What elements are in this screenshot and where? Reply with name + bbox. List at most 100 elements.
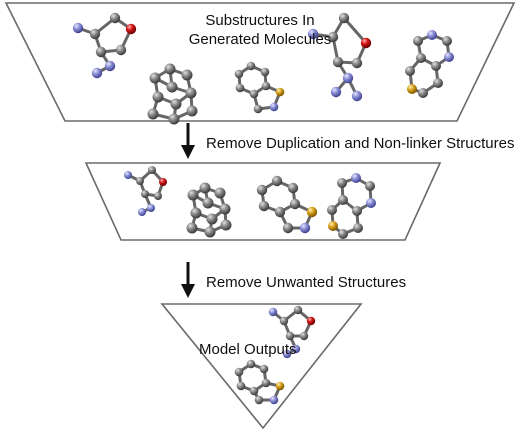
carbon-atom bbox=[170, 98, 182, 110]
stage-1-cage-hydrocarbon bbox=[147, 63, 198, 125]
sulfur-atom bbox=[275, 87, 285, 97]
oxygen-atom bbox=[125, 23, 137, 35]
nitrogen-atom bbox=[444, 52, 454, 62]
carbon-atom bbox=[353, 223, 363, 233]
carbon-atom bbox=[282, 222, 294, 234]
carbon-atom bbox=[187, 189, 199, 201]
bond bbox=[342, 16, 368, 45]
carbon-atom bbox=[337, 178, 347, 188]
carbon-atom bbox=[405, 66, 415, 76]
oxygen-atom bbox=[159, 178, 167, 186]
nitrogen-atom bbox=[282, 349, 292, 359]
carbon-atom bbox=[199, 182, 211, 194]
carbon-atom bbox=[148, 166, 156, 174]
carbon-atom bbox=[327, 31, 339, 43]
carbon-atom bbox=[260, 67, 270, 77]
carbon-atom bbox=[352, 206, 362, 216]
nitrogen-atom bbox=[72, 22, 84, 34]
carbon-atom bbox=[418, 88, 428, 98]
carbon-atom bbox=[136, 177, 144, 185]
carbon-atom bbox=[416, 53, 426, 63]
stage-3-benzisothiazole bbox=[234, 359, 285, 405]
oxygen-atom bbox=[360, 37, 372, 49]
carbon-atom bbox=[279, 316, 289, 326]
carbon-atom bbox=[214, 187, 226, 199]
stage-1-thienopyrimidine bbox=[405, 30, 454, 98]
carbon-atom bbox=[236, 381, 246, 391]
carbon-atom bbox=[261, 81, 271, 91]
nitrogen-atom bbox=[269, 395, 279, 405]
carbon-atom bbox=[332, 56, 344, 68]
stage-2-cage-hydrocarbon bbox=[186, 182, 232, 238]
nitrogen-atom bbox=[291, 344, 301, 354]
carbon-atom bbox=[181, 69, 193, 81]
carbon-atom bbox=[287, 182, 299, 194]
nitrogen-atom bbox=[91, 67, 103, 79]
nitrogen-atom bbox=[330, 86, 342, 98]
carbon-atom bbox=[234, 69, 244, 79]
step-1-label: Remove Duplication and Non-linker Struct… bbox=[206, 135, 515, 152]
carbon-atom bbox=[258, 200, 270, 212]
carbon-atom bbox=[152, 91, 164, 103]
carbon-atom bbox=[235, 83, 245, 93]
carbon-atom bbox=[413, 36, 423, 46]
nitrogen-atom bbox=[351, 173, 361, 183]
nitrogen-atom bbox=[138, 208, 146, 216]
step-2-label: Remove Unwanted Structures bbox=[206, 274, 407, 291]
sulfur-atom bbox=[306, 206, 318, 218]
carbon-atom bbox=[365, 181, 375, 191]
carbon-atom bbox=[261, 378, 271, 388]
carbon-atom bbox=[149, 72, 161, 84]
nitrogen-atom bbox=[351, 90, 363, 102]
nitrogen-atom bbox=[147, 204, 155, 212]
carbon-atom bbox=[253, 104, 263, 114]
stage-2-furan-amine bbox=[124, 166, 167, 216]
carbon-atom bbox=[351, 57, 363, 69]
carbon-atom bbox=[246, 359, 256, 369]
carbon-atom bbox=[431, 61, 441, 71]
nitrogen-atom bbox=[124, 171, 132, 179]
stage-3-label: Model Outputs bbox=[199, 341, 297, 358]
stage-1-label-line-2: Generated Molecules bbox=[188, 31, 332, 48]
carbon-atom bbox=[190, 207, 202, 219]
carbon-atom bbox=[256, 184, 268, 196]
stage-1-benzisothiazole bbox=[234, 61, 285, 114]
carbon-atom bbox=[186, 105, 198, 117]
carbon-atom bbox=[246, 61, 256, 71]
carbon-atom bbox=[166, 81, 178, 93]
carbon-atom bbox=[204, 226, 216, 238]
sulfur-atom bbox=[407, 84, 417, 94]
carbon-atom bbox=[109, 12, 121, 24]
carbon-atom bbox=[141, 190, 149, 198]
carbon-atom bbox=[219, 203, 231, 215]
carbon-atom bbox=[95, 46, 107, 58]
stage-2-thienopyrimidine bbox=[327, 173, 376, 239]
nitrogen-atom bbox=[104, 60, 116, 72]
carbon-atom bbox=[271, 175, 283, 187]
nitrogen-atom bbox=[427, 30, 437, 40]
sulfur-atom bbox=[328, 221, 338, 231]
carbon-atom bbox=[154, 192, 162, 200]
carbon-atom bbox=[289, 198, 301, 210]
carbon-atom bbox=[89, 28, 101, 40]
arrow-step-2 bbox=[181, 262, 195, 298]
stage-1-furan-amine-1 bbox=[72, 12, 137, 79]
carbon-atom bbox=[338, 195, 348, 205]
carbon-atom bbox=[115, 44, 127, 56]
carbon-atom bbox=[249, 89, 259, 99]
nitrogen-atom bbox=[269, 102, 279, 112]
carbon-atom bbox=[285, 331, 295, 341]
carbon-atom bbox=[206, 213, 218, 225]
carbon-atom bbox=[299, 331, 309, 341]
sulfur-atom bbox=[275, 381, 285, 391]
carbon-atom bbox=[202, 197, 214, 209]
carbon-atom bbox=[168, 113, 180, 125]
carbon-atom bbox=[338, 229, 348, 239]
carbon-atom bbox=[293, 305, 303, 315]
carbon-atom bbox=[220, 219, 232, 231]
carbon-atom bbox=[164, 63, 176, 75]
nitrogen-atom bbox=[299, 222, 311, 234]
stage-1-label-line-1: Substructures In bbox=[205, 12, 315, 29]
nitrogen-atom bbox=[307, 28, 319, 40]
